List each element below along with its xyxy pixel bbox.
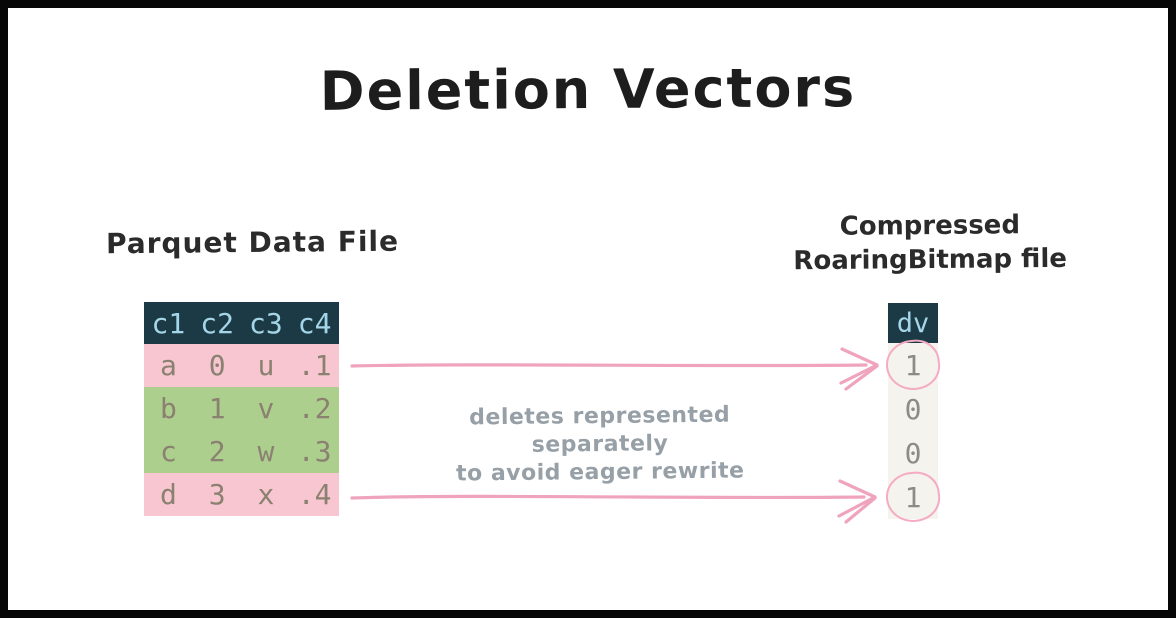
column-header-c1: c1 [151,306,186,340]
table-cell: 3 [208,478,226,511]
table-cell: w [257,435,275,468]
dv-value-text: 0 [904,436,922,470]
table-cell: .4 [297,478,332,511]
table-row-deleted: d 3 x .4 [144,473,339,516]
table-cell: d [159,478,177,511]
dv-value-cell: 1 [883,336,943,394]
diagram-title: Deletion Vectors [319,56,857,123]
annotation-line1: deletes represented separately [469,402,731,458]
roaringbitmap-label-line2: RoaringBitmap file [793,243,1068,276]
table-cell: v [257,392,275,425]
parquet-table-header-row: c1 c2 c3 c4 [144,302,339,344]
table-cell: x [257,478,275,511]
table-cell: 1 [208,392,226,425]
table-row-kept: c 2 w .3 [144,430,339,473]
dv-value-text: 1 [904,348,922,382]
parquet-table: c1 c2 c3 c4 a 0 u .1 b 1 v .2 c 2 w .3 d… [144,302,339,516]
dv-value-cell: 0 [888,431,938,475]
column-header-c2: c2 [200,306,234,340]
roaringbitmap-file-label: Compressed RoaringBitmap file [780,209,1081,279]
table-row-deleted: a 0 u .1 [144,344,339,387]
table-cell: u [257,349,275,382]
table-cell: 2 [208,435,226,468]
table-row-kept: b 1 v .2 [144,387,339,430]
dv-value-text: 0 [904,392,922,426]
table-cell: 0 [208,349,226,382]
annotation-note: deletes represented separately to avoid … [430,401,771,489]
dv-value-text: 1 [904,480,922,514]
roaringbitmap-label-line1: Compressed [839,210,1021,242]
table-cell: .1 [297,349,332,382]
table-cell: .3 [297,435,332,468]
table-cell: a [159,349,177,382]
parquet-file-label: Parquet Data File [105,224,400,261]
dv-column-body: 1 0 0 1 [883,336,943,526]
column-header-c3: c3 [249,306,283,340]
column-header-c4: c4 [297,306,332,340]
dv-value-cell: 0 [888,387,938,431]
table-cell: b [159,392,177,425]
dv-value-cell: 1 [883,468,943,526]
dv-column-header: dv [888,303,938,343]
deletion-arrow-top [350,347,879,391]
table-cell: .2 [297,392,332,425]
annotation-line2: to avoid eager rewrite [455,458,745,487]
table-cell: c [159,435,177,468]
dv-column: dv 1 0 0 1 [883,303,943,526]
